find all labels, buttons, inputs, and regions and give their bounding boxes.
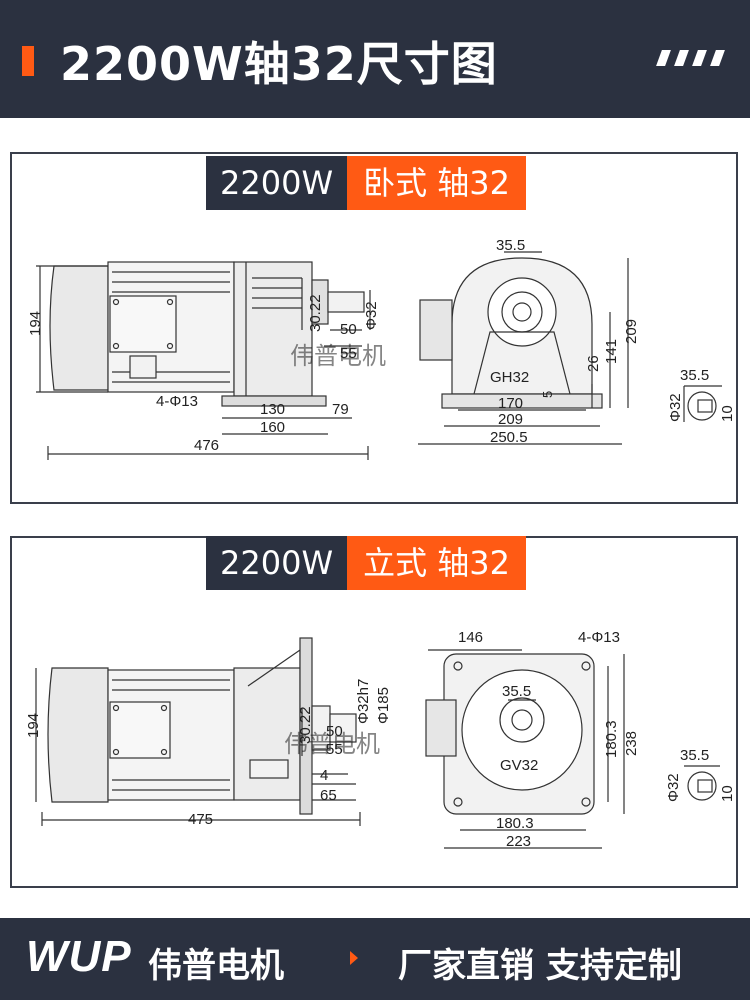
dim-v-height: 194 [25, 713, 42, 738]
footer-slogan: 厂家直销 支持定制 [398, 946, 682, 986]
dim-v-475: 475 [188, 811, 213, 828]
dim-v-4: 4 [320, 767, 328, 784]
dim-h-130: 130 [260, 401, 285, 418]
model-label-horizontal: GH32 [490, 369, 529, 386]
dim-h-55: 55 [340, 345, 357, 362]
dim-v-65: 65 [320, 787, 337, 804]
vertical-tag: 2200W 立式 轴32 [206, 536, 526, 590]
horizontal-type-label: 卧式 轴32 [347, 156, 526, 210]
dim-h-160: 160 [260, 419, 285, 436]
dim-h-209-height: 209 [623, 319, 640, 344]
dim-v-146: 146 [458, 629, 483, 646]
dim-v-shaft-tol: Φ32h7 [355, 679, 372, 724]
dim-h-height: 194 [27, 311, 44, 336]
dim-v-holes: 4-Φ13 [578, 629, 620, 646]
header-slash-decoration [650, 50, 725, 70]
dim-h-shaft-dia: Φ32 [363, 301, 380, 330]
dim-h-50: 50 [340, 321, 357, 338]
horizontal-power-label: 2200W [206, 156, 348, 210]
arrow-right-icon [350, 951, 358, 965]
key-v-dia: Φ32 [665, 773, 682, 802]
dim-h-209: 209 [498, 411, 523, 428]
dim-v-50: 50 [326, 723, 343, 740]
vertical-motor-drawing: 194 30.22 Φ32h7 Φ185 50 55 4 65 475 伟普电机… [25, 629, 736, 850]
horizontal-motor-drawing: 30.22 Φ32 194 50 55 4-Φ13 130 160 79 476… [27, 237, 736, 460]
page-footer: WUP 伟普电机 厂家直销 支持定制 [0, 918, 750, 1000]
vertical-dimension-panel: 194 30.22 Φ32h7 Φ185 50 55 4 65 475 伟普电机… [10, 536, 738, 888]
dim-v-flange-dia: Φ185 [375, 687, 392, 724]
dim-v-shaft-center: 30.22 [297, 706, 314, 744]
key-v-10: 10 [719, 785, 736, 802]
dim-h-79: 79 [332, 401, 349, 418]
key-h-width: 35.5 [680, 367, 709, 384]
horizontal-tag: 2200W 卧式 轴32 [206, 156, 526, 210]
dim-h-250-5: 250.5 [490, 429, 528, 446]
dim-h-26: 26 [585, 355, 602, 372]
dim-v-35-5: 35.5 [502, 683, 531, 700]
model-label-vertical: GV32 [500, 757, 538, 774]
key-h-10: 10 [719, 405, 736, 422]
dim-v-238: 238 [623, 731, 640, 756]
dim-h-141: 141 [603, 339, 620, 364]
horizontal-dimension-panel: 30.22 Φ32 194 50 55 4-Φ13 130 160 79 476… [10, 152, 738, 504]
brand-logo: WUP [26, 932, 132, 981]
dim-h-5: 5 [540, 391, 555, 398]
dim-h-shaft-center: 30.22 [307, 294, 324, 332]
dim-v-55: 55 [326, 741, 343, 758]
key-h-dia: Φ32 [667, 393, 684, 422]
dim-v-223: 223 [506, 833, 531, 850]
watermark-vertical: 伟普电机 [284, 731, 380, 758]
vertical-type-label: 立式 轴32 [347, 536, 526, 590]
key-v-width: 35.5 [680, 747, 709, 764]
dim-v-180-3-horizontal: 180.3 [496, 815, 534, 832]
dim-v-180-3-vertical: 180.3 [603, 720, 620, 758]
watermark-horizontal: 伟普电机 [290, 343, 386, 370]
dim-h-476: 476 [194, 437, 219, 454]
dim-h-35-5: 35.5 [496, 237, 525, 254]
vertical-power-label: 2200W [206, 536, 348, 590]
page-title: 2200W轴32尺寸图 [60, 37, 498, 91]
header-accent-bar [22, 46, 34, 76]
page-header: 2200W轴32尺寸图 [0, 0, 750, 118]
dim-h-170: 170 [498, 395, 523, 412]
dim-h-holes: 4-Φ13 [156, 393, 198, 410]
company-name: 伟普电机 [148, 946, 284, 986]
